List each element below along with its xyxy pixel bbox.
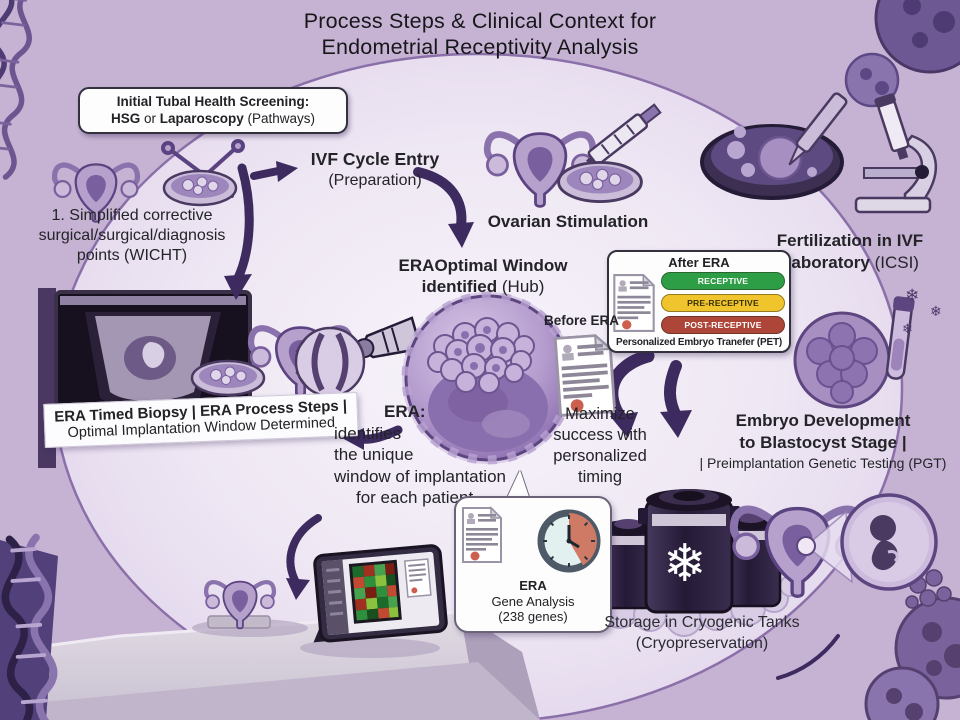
- ivf-cycle-entry-label: IVF Cycle Entry (Preparation): [310, 149, 440, 189]
- snowflake-icon: ❄: [930, 303, 942, 319]
- post-receptive-pill: POST-RECEPTIVE: [661, 316, 785, 334]
- test-tube-icon: [885, 296, 915, 380]
- before-era-label: Before ERA: [544, 313, 620, 328]
- fetus-magnifier-icon: [796, 493, 938, 591]
- tablet-device: [313, 544, 448, 643]
- pet-footer: Personalized Embryo Tranefer (PET): [615, 337, 783, 348]
- receptive-pill: RECEPTIVE: [661, 272, 785, 290]
- embryo-development-label: Embryo Development to Blastocyst Stage |…: [699, 411, 947, 471]
- snowflake-icon: ❄: [663, 535, 707, 593]
- gene-analysis-label: ERA Gene Analysis (238 genes): [491, 578, 575, 624]
- dna-helix-icon: [0, 0, 32, 180]
- fertilization-label: Fertilization in IVF Laboratory (ICSI): [776, 231, 924, 272]
- screening-box: Initial Tubal Health Screening: HSG or L…: [78, 87, 348, 134]
- after-era-title: After ERA: [668, 255, 730, 270]
- snowflake-icon: ❄: [905, 286, 920, 305]
- gene-analysis-bubble: ERA Gene Analysis (238 genes): [454, 496, 612, 633]
- cell-cluster-icon: [864, 569, 960, 720]
- morula-icon: [793, 311, 891, 409]
- microscope-icon: [854, 93, 938, 214]
- blastocyst-illustration: [401, 291, 575, 465]
- gene-bubble-tail: [506, 470, 530, 500]
- receptivity-pills: RECEPTIVE PRE-RECEPTIVE POST-RECEPTIVE: [661, 272, 785, 334]
- hub-label: ERAOptimal Window identified (Hub): [398, 256, 568, 296]
- ovarian-stimulation-label: Ovarian Stimulation: [487, 212, 649, 231]
- cell-cluster-icon: [844, 0, 960, 108]
- pre-receptive-pill: PRE-RECEPTIVE: [661, 294, 785, 312]
- uterus-model: [206, 582, 274, 629]
- era-definition: ERA: identifies the unique window of imp…: [334, 402, 506, 507]
- ultrasound-monitor: [38, 288, 252, 468]
- snowflake-icon: ❄: [902, 321, 913, 336]
- clock-icon: [537, 509, 601, 573]
- heatmap: [348, 559, 402, 624]
- maximize-note: Maximize success with personalized timin…: [553, 405, 647, 486]
- icsi-petri-dish-icon: [700, 92, 848, 200]
- after-era-box: After ERA RECEPTIVE PRE-RECEPTIVE POST-R…: [607, 250, 791, 353]
- gene-report-document-icon: [462, 507, 502, 563]
- tablet-report-panel: [403, 558, 432, 598]
- dna-helix-icon: [0, 533, 63, 720]
- magnifier-endometrium-icon: [294, 326, 366, 398]
- report-document-icon: [613, 274, 655, 332]
- page-title: Process Steps & Clinical Context for End…: [303, 9, 657, 59]
- screening-line2: HSG or Laparoscopy (Pathways): [110, 111, 316, 126]
- corrective-note: 1. Simplified corrective surgical/surgic…: [38, 207, 226, 264]
- cryo-caption: Storage in Cryogenic Tanks (Cryopreserva…: [604, 614, 800, 652]
- screening-line1: Initial Tubal Health Screening:: [116, 94, 310, 109]
